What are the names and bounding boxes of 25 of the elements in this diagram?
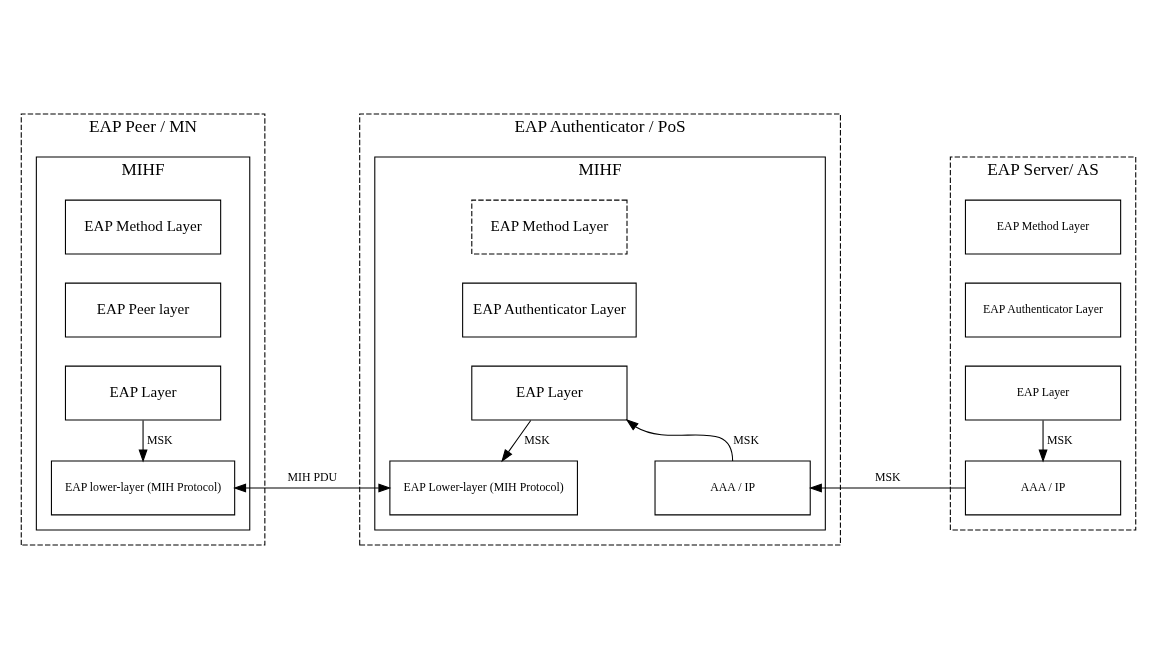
edge-label: MSK xyxy=(146,432,173,447)
node-box: EAP Layer xyxy=(964,365,1122,421)
node-box: AAA / IP xyxy=(654,459,811,515)
node-box: EAP Layer xyxy=(471,365,628,421)
edge-label: MSK xyxy=(1046,432,1073,447)
edge-label: MSK xyxy=(524,432,550,447)
node-box: EAP lower-layer (MIH Protocol) xyxy=(50,459,236,515)
node-box: EAP Method Layer xyxy=(964,199,1122,255)
edge-label: MSK xyxy=(733,432,759,447)
edge-label: MIH PDU xyxy=(287,469,338,484)
node-box: EAP Peer layer xyxy=(64,282,222,338)
arrow xyxy=(808,482,966,492)
arrow xyxy=(138,419,148,462)
arrow xyxy=(1038,419,1048,462)
edge-label: MSK xyxy=(875,469,901,484)
node-box: AAA / IP xyxy=(964,459,1122,515)
node-box: EAP Layer xyxy=(64,365,222,421)
node-box: EAP Authenticator Layer xyxy=(462,282,637,338)
arrow xyxy=(501,419,532,462)
node-box: EAP Lower-layer (MIH Protocol) xyxy=(389,459,578,515)
node-box: EAP Authenticator Layer xyxy=(964,282,1122,338)
node-box: EAP Method Layer xyxy=(471,199,628,255)
node-box: EAP Method Layer xyxy=(64,199,222,255)
arrow xyxy=(625,418,734,462)
arrow xyxy=(233,482,392,492)
